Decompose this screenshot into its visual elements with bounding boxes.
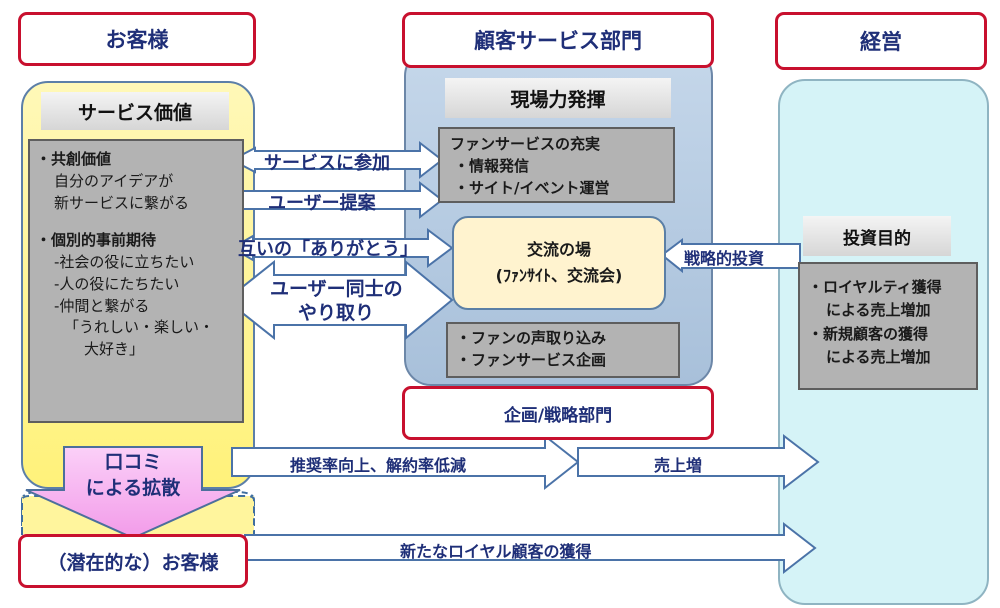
proposal-arrow xyxy=(234,180,444,220)
expectation-line: 「うれしい・楽しい・ xyxy=(64,318,215,337)
investment-title: 投資目的 xyxy=(803,216,951,256)
exchange-sub: (ﾌｧﾝｻｲﾄ、交流会) xyxy=(495,266,623,285)
sales-increase-arrow xyxy=(577,433,820,491)
new-loyal-label: 新たなロイヤル顧客の獲得 xyxy=(400,542,592,561)
strategic-investment-label: 戦略的投資 xyxy=(684,249,765,268)
user-exchange-label: ユーザー同士の やり取り xyxy=(270,278,403,326)
fan-voice-box: ・ファンの声取り込み ・ファンサービス企画 xyxy=(446,322,680,378)
expectation-title: ・個別的事前期待 xyxy=(36,231,157,250)
recommend-arrow xyxy=(231,433,580,491)
proposal-label: ユーザー提案 xyxy=(268,193,376,214)
planning-dept: 企画/戦略部門 xyxy=(402,386,714,440)
header-management: 経営 xyxy=(775,12,987,70)
sales-increase-label: 売上増 xyxy=(654,456,703,475)
user-exchange-arrow xyxy=(224,259,454,341)
user-exchange-line: やり取り xyxy=(297,301,374,324)
fan-voice-item: ・ファンの声取り込み xyxy=(456,329,607,347)
word-of-mouth-label: 口コミ による拡散 xyxy=(62,450,204,501)
fan-service-item: ・情報発信 xyxy=(454,156,530,175)
fan-service-title: ファンサービスの充実 xyxy=(450,135,601,153)
new-loyal-arrow xyxy=(244,521,817,575)
thanks-label: 互いの「ありがとう」 xyxy=(238,239,418,260)
investment-line: ・ロイヤルティ獲得 xyxy=(808,278,942,296)
recommend-label: 推奨率向上、解約率低減 xyxy=(290,456,467,475)
word-of-mouth-line: による拡散 xyxy=(85,476,181,499)
service-value-box: ・共創価値 自分のアイデアが 新サービスに繋がる ・個別的事前期待 -社会の役に… xyxy=(28,139,244,423)
fan-service-item: ・サイト/イベント運営 xyxy=(454,178,610,197)
exchange-box: 交流の場 (ﾌｧﾝｻｲﾄ、交流会) xyxy=(452,216,666,310)
investment-box: ・ロイヤルティ獲得 による売上増加 ・新規顧客の獲得 による売上増加 xyxy=(798,262,978,390)
word-of-mouth-arrow xyxy=(25,446,241,540)
word-of-mouth-line: 口コミ xyxy=(104,451,162,473)
cocreation-title: ・共創価値 xyxy=(36,150,112,168)
service-value-title: サービス価値 xyxy=(41,92,229,130)
potential-customer: （潜在的な）お客様 xyxy=(18,534,248,588)
header-customer: お客様 xyxy=(18,12,256,66)
fan-service-box: ファンサービスの充実 ・情報発信 ・サイト/イベント運営 xyxy=(438,127,675,203)
investment-line: による売上増加 xyxy=(826,347,931,366)
cocreation-line: 新サービスに繋がる xyxy=(54,193,190,212)
investment-line: による売上増加 xyxy=(826,301,931,320)
header-service-dept: 顧客サービス部門 xyxy=(402,12,714,68)
exchange-title: 交流の場 xyxy=(526,240,591,260)
expectation-line: -人の役にたちたい xyxy=(54,274,180,293)
user-exchange-line: ユーザー同士の xyxy=(270,278,403,300)
expectation-line: 大好き」 xyxy=(84,340,145,358)
expectation-line: -仲間と繋がる xyxy=(54,296,150,315)
fan-voice-item: ・ファンサービス企画 xyxy=(456,350,607,369)
expectation-line: -社会の役に立ちたい xyxy=(54,253,195,271)
investment-line: ・新規顧客の獲得 xyxy=(808,324,929,343)
field-title: 現場力発揮 xyxy=(445,78,671,118)
participate-label: サービスに参加 xyxy=(264,153,390,174)
strategic-investment-arrow xyxy=(660,238,801,274)
cocreation-line: 自分のアイデアが xyxy=(54,171,174,190)
